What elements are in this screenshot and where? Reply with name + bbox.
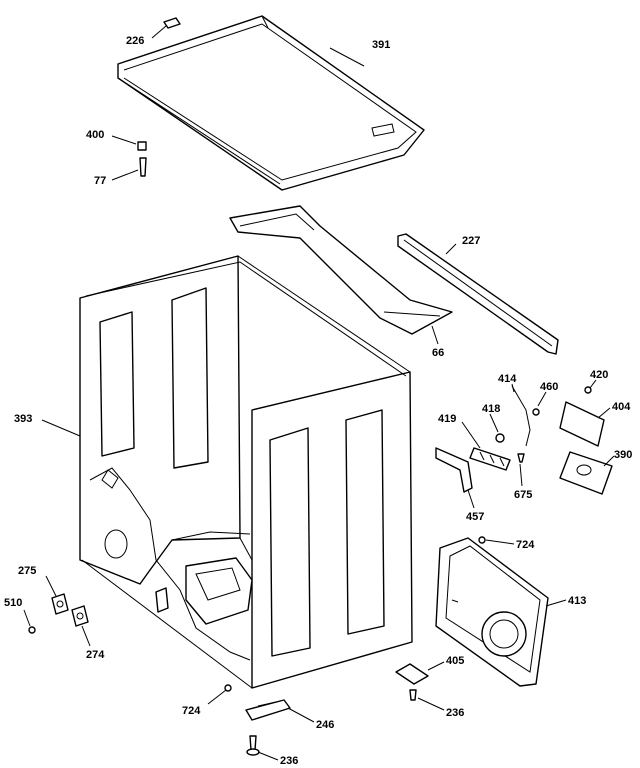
part-226-clip — [163, 17, 181, 29]
label-413: 413 — [568, 595, 586, 607]
part-419-switch-block — [469, 447, 511, 471]
label-393: 393 — [14, 413, 32, 425]
part-236-screw-right — [409, 689, 417, 701]
label-414: 414 — [498, 373, 517, 385]
part-275-knob — [51, 593, 69, 615]
label-460: 460 — [540, 381, 558, 393]
label-420: 420 — [590, 369, 608, 381]
label-77: 77 — [94, 175, 106, 187]
part-420-screw — [584, 386, 592, 394]
label-227: 227 — [462, 235, 480, 247]
leader-lines — [23, 25, 615, 761]
label-724-lower: 724 — [182, 705, 201, 717]
part-457-bracket — [435, 447, 473, 493]
part-460-screw — [532, 408, 540, 416]
part-413-door-frame — [435, 537, 549, 687]
label-418: 418 — [482, 403, 500, 415]
label-236-bottom: 236 — [280, 755, 298, 767]
part-274-knob — [71, 605, 89, 627]
label-236-right: 236 — [446, 707, 464, 719]
label-226: 226 — [126, 35, 144, 47]
part-418-switch — [495, 433, 505, 443]
label-274: 274 — [86, 649, 105, 661]
label-400: 400 — [86, 129, 104, 141]
label-510: 510 — [4, 597, 22, 609]
part-510-screw — [28, 626, 36, 634]
part-66-bracket — [229, 205, 453, 335]
label-390: 390 — [614, 449, 632, 461]
label-275: 275 — [18, 565, 36, 577]
label-724-upper: 724 — [516, 539, 535, 551]
part-236-leveling-leg — [246, 735, 260, 756]
label-404: 404 — [612, 401, 631, 413]
part-391-top-panel — [117, 15, 425, 191]
label-419: 419 — [438, 413, 456, 425]
part-414-spring — [511, 385, 531, 447]
part-405-hinge — [395, 663, 429, 685]
part-246-foot-bracket — [245, 699, 291, 721]
label-391: 391 — [372, 39, 390, 51]
part-77-screw — [139, 157, 147, 177]
part-675-screw — [517, 453, 525, 463]
part-400-nut — [137, 141, 147, 151]
callout-labels: 226 391 400 77 227 66 393 414 460 420 40… — [4, 35, 632, 767]
part-724-screw-upper — [478, 536, 486, 544]
part-404-cover — [559, 401, 605, 447]
label-246: 246 — [316, 719, 334, 731]
label-457: 457 — [466, 511, 484, 523]
label-675: 675 — [514, 489, 532, 501]
label-405: 405 — [446, 655, 464, 667]
part-390-plate — [559, 451, 613, 495]
part-393-cabinet — [79, 255, 413, 689]
part-724-screw-lower — [224, 684, 232, 692]
part-227-rail — [397, 233, 559, 355]
label-66: 66 — [432, 347, 444, 359]
